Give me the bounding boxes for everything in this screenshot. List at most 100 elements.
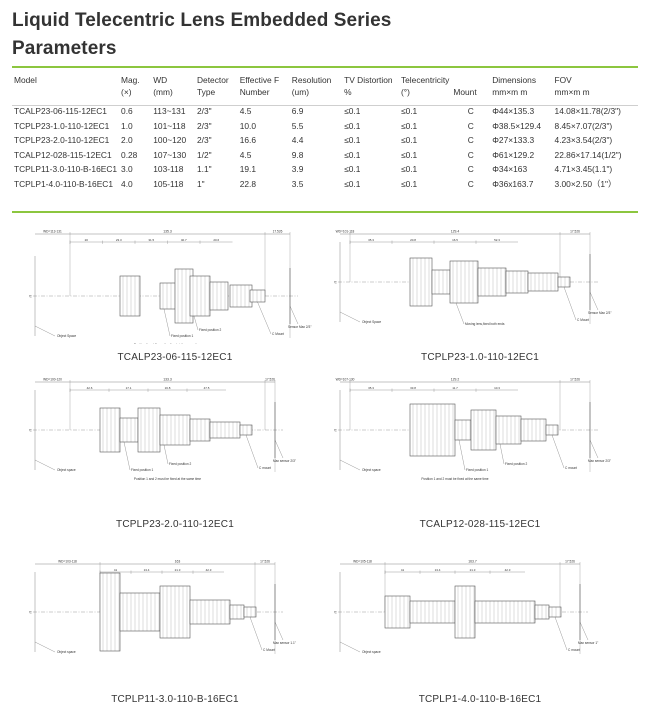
table-cell: 2/3" [197, 135, 212, 146]
table-header-divider [12, 105, 638, 106]
drawing-line [339, 641, 361, 653]
sensor-distance-dimension: 17.526 [565, 560, 575, 564]
section-subtitle: Parameters [12, 38, 117, 59]
table-cell: 3.5 [291, 178, 304, 189]
fixed-position-1-label: Fixed position 1 [171, 334, 194, 338]
drawing-line [554, 616, 568, 651]
segment-dimension: 23.3 [116, 238, 122, 242]
table-cell: 3.00×2.50（1"） [554, 178, 617, 189]
drawing-line [339, 459, 361, 471]
drawing-line [589, 291, 599, 311]
sensor-distance-dimension: 17.526 [260, 560, 270, 564]
sensor-distance-dimension: 17.526 [273, 230, 283, 234]
table-cell: 1/2" [197, 149, 212, 160]
drawing-line [163, 308, 171, 337]
table-cell: Φ34×163 [492, 164, 528, 175]
lens-body-section [119, 417, 139, 443]
object-space-label: Object Space [362, 320, 381, 324]
fixing-note: Position 1 and 2 must be fixed at the sa… [134, 343, 201, 344]
table-cell: TCALP12-028-115-12EC1 [14, 149, 112, 160]
segment-dimension: 21.3 [470, 568, 476, 572]
lens-body-section [189, 599, 231, 625]
table-cell: ≤0.1 [344, 120, 361, 131]
mount-label: C mount [568, 648, 580, 652]
moving-lens-label: Moving lens,fixed both ends [465, 322, 505, 326]
segment-dimension: 31.5 [148, 238, 154, 242]
table-cell: Φ61×129.2 [492, 149, 535, 160]
table-cell: 1.1" [197, 164, 212, 175]
segment-dimension: 20.6 [213, 238, 219, 242]
col-header-model: Model [14, 75, 37, 85]
drawing-caption-3: TCPLP23-2.0-110-12EC1 [116, 519, 234, 530]
sensor-label: Max sensor 1" [578, 641, 598, 645]
table-cell: 1" [197, 178, 205, 189]
segment-dimension: 13.4 [435, 568, 441, 572]
table-cell: ≤0.1 [344, 149, 361, 160]
table-cell: ≤0.1 [344, 106, 361, 117]
drawing-line [163, 444, 169, 465]
sensor-distance-dimension: 17.526 [570, 230, 580, 234]
col-header-mag: Mag.(×) [121, 75, 140, 97]
lens-body-section [243, 606, 257, 618]
object-symbol: ≈ [334, 610, 337, 616]
drawing-line [34, 459, 56, 471]
drawing-line [123, 441, 131, 471]
lens-body-section [384, 595, 411, 629]
table-cell: Φ44×135.3 [492, 106, 535, 117]
table-cell: 2/3" [197, 120, 212, 131]
drawing-line [34, 325, 56, 337]
drawing-line [289, 305, 299, 325]
drawing-caption-1: TCALP23-06-115-12EC1 [117, 352, 233, 363]
col-header-tv-distortion: TV Distortion% [344, 75, 393, 97]
lens-body-section [209, 281, 229, 311]
table-cell: TCALP23-06-115-12EC1 [14, 106, 107, 117]
lens-body-section [545, 424, 559, 436]
overall-length-dimension: 133.3 [163, 378, 172, 382]
table-cell: TCPLP23-1.0-110-12EC1 [14, 120, 110, 131]
wd-dimension: WD=103-118 [58, 560, 77, 564]
drawing-caption-2: TCPLP23-1.0-110-12EC1 [421, 352, 539, 363]
drawing-caption-5: TCPLP11-3.0-110-B-16EC1 [111, 694, 239, 705]
table-cell: 105-118 [153, 178, 184, 189]
table-cell: 19.1 [239, 164, 257, 175]
drawing-caption-6: TCPLP1-4.0-110-B-16EC1 [418, 694, 542, 705]
wd-dimension: WD=100-120 [43, 378, 62, 382]
table-cell: 14.08×11.78(2/3") [554, 106, 621, 117]
sensor-distance-dimension: 17.526 [265, 378, 275, 382]
mount-label: C mount [259, 466, 271, 470]
table-cell: Φ27×133.3 [492, 135, 535, 146]
drawing-line [589, 439, 599, 459]
table-cell: 2/3" [197, 106, 212, 117]
accent-divider-bottom [12, 211, 638, 213]
table-cell: 3.9 [291, 164, 304, 175]
drawing-line [579, 621, 589, 641]
segment-dimension: 13.4 [144, 568, 150, 572]
segment-dimension: 16.8 [165, 386, 171, 390]
drawing-line [257, 301, 272, 335]
lens-body-section [239, 424, 253, 436]
table-cell: ≤0.1 [400, 135, 418, 146]
overall-length-dimension: 129.4 [451, 230, 460, 234]
lens-body-section [454, 419, 472, 441]
drawing-line [551, 434, 565, 469]
mount-label: C Mount [577, 318, 589, 322]
table-cell: C [467, 120, 474, 131]
segment-dimension: 41 [401, 568, 405, 572]
object-space-label: Object space [362, 468, 381, 472]
lens-body-section [477, 267, 507, 297]
